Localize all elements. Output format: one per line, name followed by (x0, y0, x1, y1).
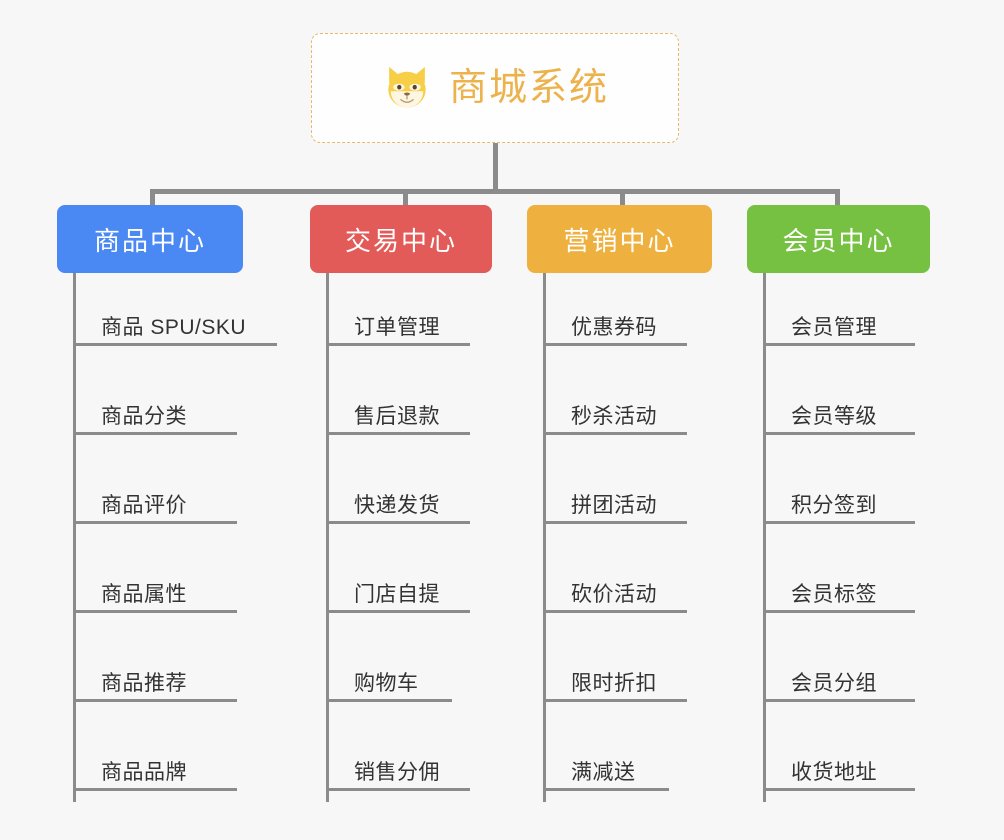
leaf-item-3-4[interactable]: 砍价活动 (543, 524, 687, 613)
column-2-spine (326, 273, 329, 802)
category-header-3-label: 营销中心 (563, 225, 676, 256)
leaf-item-3-3[interactable]: 拼团活动 (543, 435, 687, 524)
leaf-item-4-3[interactable]: 积分签到 (763, 435, 915, 524)
leaf-item-2-3[interactable]: 快递发货 (326, 435, 470, 524)
category-header-2-label: 交易中心 (344, 225, 457, 256)
leaf-item-1-4[interactable]: 商品属性 (73, 524, 237, 613)
connector-drop-2 (403, 189, 408, 211)
leaf-item-2-6[interactable]: 销售分佣 (326, 702, 470, 791)
leaf-item-1-6[interactable]: 商品品牌 (73, 702, 237, 791)
category-header-4-label: 会员中心 (782, 225, 895, 256)
leaf-item-1-3[interactable]: 商品评价 (73, 435, 237, 524)
connector-drop-3 (620, 189, 625, 211)
column-1-spine (73, 273, 76, 802)
root-title: 商城系统 (448, 67, 609, 109)
leaf-item-1-5[interactable]: 商品推荐 (73, 613, 237, 702)
category-header-3[interactable]: 营销中心 (527, 205, 712, 273)
category-header-2[interactable]: 交易中心 (310, 205, 492, 273)
column-4-spine (763, 273, 766, 802)
leaf-item-3-2[interactable]: 秒杀活动 (543, 346, 687, 435)
connector-drop-4 (835, 189, 840, 211)
leaf-item-4-6[interactable]: 收货地址 (763, 702, 915, 791)
connector-horizontal-bus (150, 189, 840, 194)
leaf-item-4-5[interactable]: 会员分组 (763, 613, 915, 702)
leaf-item-4-1[interactable]: 会员管理 (763, 273, 915, 346)
leaf-item-1-1[interactable]: 商品 SPU/SKU (73, 273, 277, 346)
leaf-item-4-4[interactable]: 会员标签 (763, 524, 915, 613)
leaf-item-2-1[interactable]: 订单管理 (326, 273, 470, 346)
root-node-content: 商城系统 (381, 62, 609, 114)
leaf-item-1-2[interactable]: 商品分类 (73, 346, 237, 435)
leaf-item-3-1[interactable]: 优惠券码 (543, 273, 687, 346)
column-3-spine (543, 273, 546, 802)
category-header-1-label: 商品中心 (93, 225, 206, 256)
leaf-item-4-2[interactable]: 会员等级 (763, 346, 915, 435)
connector-drop-1 (150, 189, 155, 211)
leaf-item-2-2[interactable]: 售后退款 (326, 346, 470, 435)
category-header-1[interactable]: 商品中心 (57, 205, 243, 273)
leaf-item-2-5[interactable]: 购物车 (326, 613, 452, 702)
category-header-4[interactable]: 会员中心 (747, 205, 930, 273)
leaf-item-3-6[interactable]: 满减送 (543, 702, 669, 791)
leaf-item-3-5[interactable]: 限时折扣 (543, 613, 687, 702)
leaf-item-2-4[interactable]: 门店自提 (326, 524, 470, 613)
connector-root-stem (493, 143, 498, 193)
shiba-dog-face-icon (388, 66, 426, 108)
root-node[interactable]: 商城系统 (311, 33, 679, 143)
